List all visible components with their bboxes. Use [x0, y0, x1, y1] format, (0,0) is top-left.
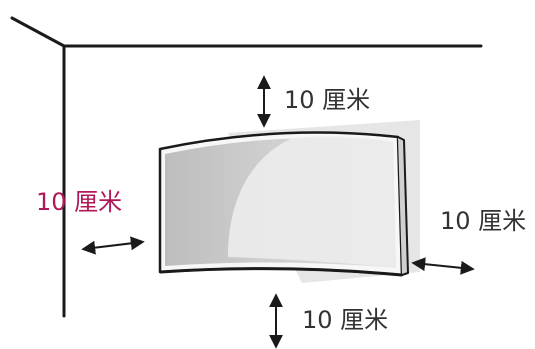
right-clearance-label: 10 厘米: [440, 207, 527, 235]
double-arrow-horizontal-left: [81, 236, 145, 255]
monitor-bottom-edge: [159, 267, 403, 277]
monitor-side-edge: [397, 136, 409, 276]
ceiling-left-edge: [10, 16, 66, 48]
double-arrow-horizontal-right: [411, 257, 475, 275]
curved-monitor: [158, 131, 409, 277]
wall-corner-lines: [10, 16, 483, 318]
bottom-clearance-label: 10 厘米: [302, 306, 389, 334]
top-clearance-label: 10 厘米: [284, 86, 371, 114]
screen-reflection: [228, 136, 396, 268]
left-clearance-label: 10 厘米: [36, 188, 123, 216]
